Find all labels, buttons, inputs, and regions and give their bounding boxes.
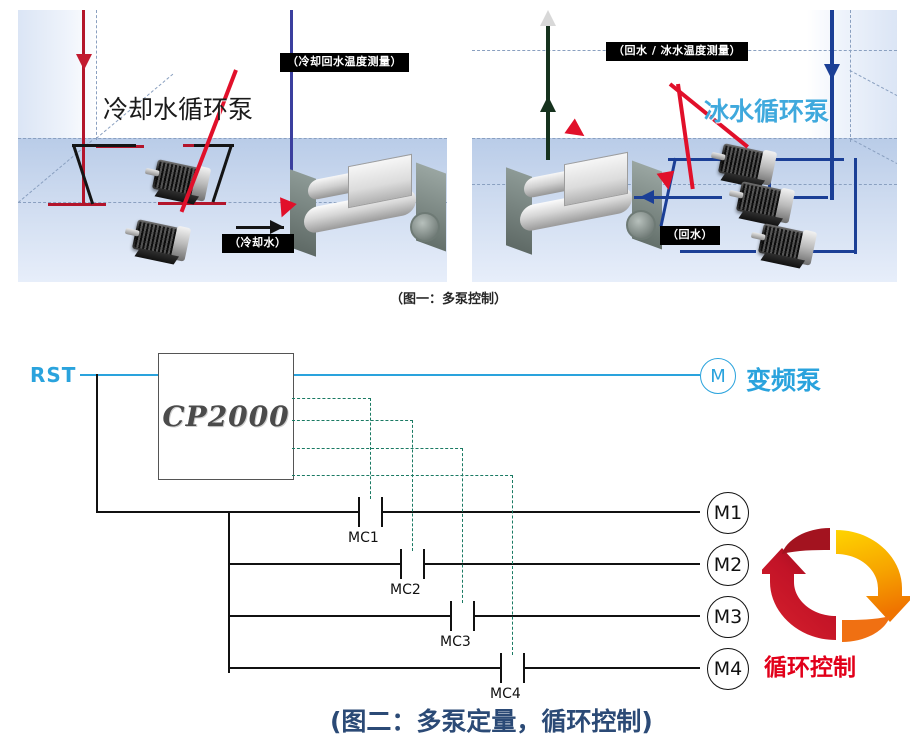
vfd-pump-circle: M (700, 358, 736, 394)
cycle-badge: 循环控制 (758, 524, 913, 684)
floor-edge-dash-left (18, 138, 447, 139)
control-line-1-h (292, 398, 371, 399)
pipe-red-bottom-left (48, 203, 106, 206)
back-wall-left (18, 10, 98, 150)
mc3-contact-tick-left (450, 601, 452, 631)
cp2000-label: CP2000 (162, 400, 290, 433)
sensor-arrow-up-right (540, 96, 556, 112)
left-panel-title: 冷却水循环泵 (103, 95, 254, 124)
pipe-blue-riser-right (830, 10, 834, 200)
supply-wire-left (80, 374, 160, 376)
pipe-red-arrow-left (76, 54, 92, 70)
pipe-black-right-left (194, 144, 234, 147)
motor-circle-m1: M1 (707, 492, 749, 534)
motor-circle-m3-label: M3 (713, 606, 743, 628)
supply-wire-right (291, 374, 700, 376)
motor-circle-m4: M4 (707, 648, 749, 690)
mc3-contact-tick-right (473, 601, 475, 631)
figure1-caption: （图一：多泵控制） (390, 292, 508, 307)
back-wall-right (807, 10, 897, 150)
rung2-left-wire (228, 563, 400, 565)
mc1-contact-label: MC1 (348, 530, 379, 546)
figure2-caption: (图二：多泵定量，循环控制) (330, 707, 653, 736)
mc2-contact-label: MC2 (390, 582, 421, 598)
pipe-blue-arrowhead-right (640, 190, 654, 204)
pipe-blue-riser-arrow (824, 64, 840, 80)
control-line-4-h (292, 475, 513, 476)
tag-cooling-return-temp: （冷却回水温度测量） (280, 53, 409, 73)
vfd-pump-label: 变频泵 (746, 366, 822, 395)
mc2-contact-tick-right (423, 549, 425, 579)
pipe-blue-right-top (768, 158, 844, 161)
tag-return-chilled-temp: （回水 / 冰水温度测量） (606, 42, 749, 62)
rung4-left-wire (228, 667, 500, 669)
mid-floor-dash-right (472, 184, 897, 185)
supply-label-rst: RST (30, 363, 77, 387)
chiller-unit-left (290, 152, 446, 268)
control-line-3-h (292, 448, 463, 449)
bus-vertical-branch (228, 511, 230, 673)
motor-circle-m4-label: M4 (713, 658, 743, 680)
pipe-black-arrowline-left (236, 226, 284, 229)
pipe-blue-return-right (634, 196, 722, 199)
pipe-black-arrowhead-left (270, 220, 284, 234)
mc3-contact-label: MC3 (440, 634, 471, 650)
mc4-contact-label: MC4 (490, 686, 521, 702)
mc2-contact-tick-left (400, 549, 402, 579)
chiller-unit-right (506, 150, 662, 266)
cycle-badge-label: 循环控制 (764, 655, 856, 681)
sensor-arrow-top-right (540, 10, 556, 26)
mid-floor-dash-left (18, 202, 447, 203)
motor-circle-m2: M2 (707, 544, 749, 586)
vfd-pump-circle-label: M (710, 365, 726, 387)
pipe-blue-branch-top (668, 158, 738, 161)
wall-corner-dash-right (850, 10, 851, 142)
mc1-contact-tick-left (358, 497, 360, 527)
rung2-right-wire (424, 563, 700, 565)
mc4-contact-tick-right (523, 653, 525, 683)
tag-return-water: （回水） (660, 226, 720, 246)
rung4-right-wire (524, 667, 700, 669)
callout-arrowhead-right-b (656, 170, 678, 192)
control-line-3-v (462, 448, 463, 603)
control-line-2-h (292, 420, 413, 421)
figure1-right-panel: 冰水循环泵 （回水 / 冰水温度测量） （回水） (472, 10, 897, 282)
rung3-left-wire (228, 615, 450, 617)
pipe-blue-branch-bottom (680, 250, 756, 253)
bus-vertical-main (96, 374, 98, 512)
control-line-4-v (512, 475, 513, 655)
motor-circle-m3: M3 (707, 596, 749, 638)
mc4-contact-tick-left (500, 653, 502, 683)
pipe-black-top-left (72, 144, 136, 147)
cp2000-drive-box: CP2000 (158, 353, 294, 480)
motor-circle-m2-label: M2 (713, 554, 743, 576)
sensor-line-left (290, 10, 293, 224)
rung1-right-wire (382, 511, 700, 513)
pipe-red-vertical-left (82, 10, 85, 206)
figure1-left-panel: 冷却水循环泵 （冷却回水温度测量） （冷却水） (18, 10, 447, 282)
tag-cooling-water: （冷却水） (222, 234, 294, 254)
rung3-right-wire (474, 615, 700, 617)
mc1-contact-tick-right (381, 497, 383, 527)
control-line-2-v (412, 420, 413, 551)
right-panel-title: 冰水循环泵 (704, 97, 830, 126)
pipe-blue-right-mid (768, 196, 828, 199)
pipe-blue-far-right (854, 158, 857, 254)
wall-corner-dash-left (96, 10, 97, 140)
sensor-line-right (546, 18, 550, 160)
rung1-left-wire (96, 511, 358, 513)
circular-arrows-icon (758, 528, 913, 642)
motor-circle-m1-label: M1 (713, 502, 743, 524)
